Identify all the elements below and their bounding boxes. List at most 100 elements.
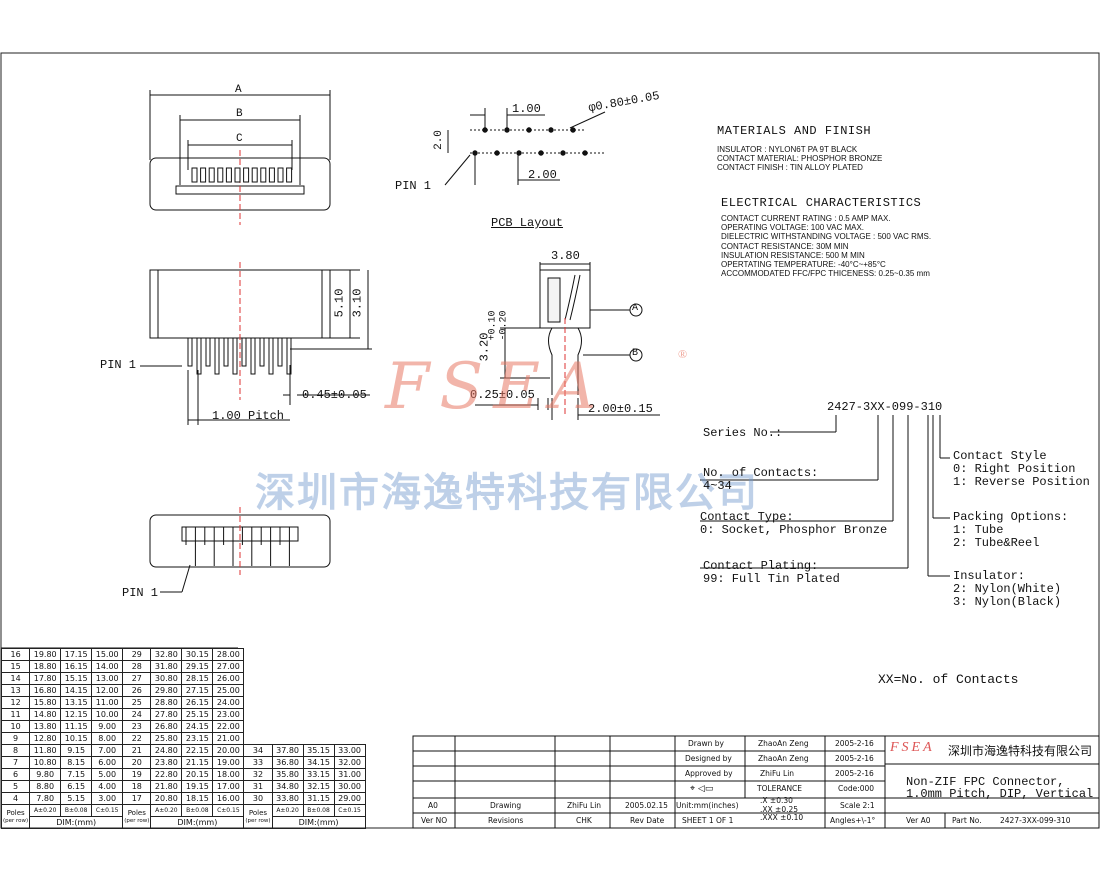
scale-label: Scale 2:1: [840, 801, 875, 810]
table-cell: [244, 721, 272, 733]
pitch-label: 1.00: [512, 102, 541, 116]
part-no-value: 2427-3XX-099-310: [1000, 816, 1071, 825]
table-cell: 31.80: [150, 660, 183, 673]
table-cell: 16: [0, 648, 31, 661]
part-no-label: Part No.: [952, 816, 982, 825]
callout-a: A: [632, 303, 639, 314]
materials-list: INSULATOR : NYLON6T PA 9T BLACK CONTACT …: [717, 145, 882, 173]
table-cell: 15.80: [29, 696, 62, 709]
approved-date: 2005-2-16: [835, 769, 874, 778]
electrical-line: ACCOMMODATED FFC/FPC THICENESS: 0.25~0.3…: [721, 269, 930, 279]
top-contact-slot: [208, 167, 215, 183]
table-cell: 11.15: [60, 720, 93, 733]
tol-row: .X ±0.30: [760, 796, 793, 805]
drawn-date: 2005-2-16: [835, 739, 874, 748]
materials-line: INSULATOR : NYLON6T PA 9T BLACK: [717, 145, 858, 154]
table-cell: [334, 733, 365, 745]
sheet-label: SHEET 1 OF 1: [682, 816, 734, 825]
table-cell: 9: [0, 732, 31, 745]
section-tol-plus: +0.10: [487, 310, 499, 341]
pcb-hole: [548, 127, 554, 133]
table-cell: 29: [122, 648, 152, 661]
tolerance-header: B±0.08: [181, 804, 214, 817]
table-cell: [334, 685, 365, 697]
table-cell: 13.80: [29, 720, 62, 733]
table-cell: 32.80: [150, 648, 183, 661]
table-cell: 8.00: [91, 732, 124, 745]
height-510-label: 5.10: [332, 288, 347, 318]
callout-b: B: [632, 348, 639, 359]
side-view: [140, 262, 372, 425]
table-cell: 5.00: [91, 768, 124, 781]
per-row-label: (per row): [124, 817, 150, 824]
dim-unit-header: DIM:(mm): [29, 816, 124, 829]
table-cell: 20.00: [212, 744, 245, 757]
poles-header: Poles(per row): [243, 804, 273, 829]
insulator-title: Insulator:: [953, 569, 1026, 583]
side-pin: [259, 337, 265, 367]
side-pin: [268, 337, 274, 375]
table-cell: 12: [0, 696, 31, 709]
side-pin: [250, 337, 256, 375]
table-cell: 26.80: [150, 720, 183, 733]
table-cell: 34.15: [302, 756, 335, 769]
side-pin: [241, 337, 247, 367]
table-cell: 6.00: [91, 756, 124, 769]
table-cell: 11.00: [91, 696, 124, 709]
table-cell: 35.80: [271, 768, 304, 781]
table-cell: 21.00: [212, 732, 245, 745]
table-cell: 36.80: [271, 756, 304, 769]
table-cell: 25.00: [212, 684, 245, 697]
table-cell: 20.80: [150, 792, 183, 805]
table-cell: 9.00: [91, 720, 124, 733]
designed-name: ZhaoAn Zeng: [758, 754, 809, 763]
table-cell: 25: [122, 696, 152, 709]
table-cell: 10.80: [29, 756, 62, 769]
table-cell: [244, 733, 272, 745]
pcb-hole: [538, 150, 544, 156]
tolerance-header: B±0.08: [302, 804, 335, 817]
table-cell: 33: [243, 756, 273, 769]
table-cell: 21.80: [150, 780, 183, 793]
table-cell: 10.15: [60, 732, 93, 745]
table-cell: 10: [0, 720, 31, 733]
table-cell: 25.15: [181, 708, 214, 721]
table-cell: 7: [0, 756, 31, 769]
table-cell: [272, 733, 303, 745]
table-cell: 6: [0, 768, 31, 781]
table-cell: 29.00: [333, 792, 366, 805]
fsea-watermark: FSEA: [385, 350, 607, 424]
electrical-line: CONTACT RESISTANCE: 30M MIN: [721, 241, 849, 251]
table-cell: 27.15: [181, 684, 214, 697]
electrical-line: INSULATION RESISTANCE: 500 M MIN: [721, 250, 865, 260]
header-chk: CHK: [576, 816, 592, 825]
table-cell: 28.80: [150, 696, 183, 709]
header-date: Rev Date: [630, 816, 665, 825]
per-row-label: (per row): [245, 817, 271, 824]
table-cell: 7.80: [29, 792, 62, 805]
designed-label: Designed by: [685, 754, 732, 763]
table-cell: 4.00: [91, 780, 124, 793]
style-option: 1: Reverse Position: [953, 475, 1090, 489]
table-cell: [272, 721, 303, 733]
side-pin: [214, 337, 220, 375]
table-cell: [244, 685, 272, 697]
table-cell: 20: [122, 756, 152, 769]
table-cell: [244, 673, 272, 685]
table-cell: [334, 661, 365, 673]
table-cell: 5: [0, 780, 31, 793]
row-gap-label: 2.0: [432, 130, 445, 150]
table-cell: 14.00: [91, 660, 124, 673]
table-cell: 26.15: [181, 696, 214, 709]
table-cell: 30: [243, 792, 273, 805]
pcb-hole: [482, 127, 488, 133]
table-cell: 28: [122, 660, 152, 673]
table-cell: 13.00: [91, 672, 124, 685]
table-cell: 24.80: [150, 744, 183, 757]
